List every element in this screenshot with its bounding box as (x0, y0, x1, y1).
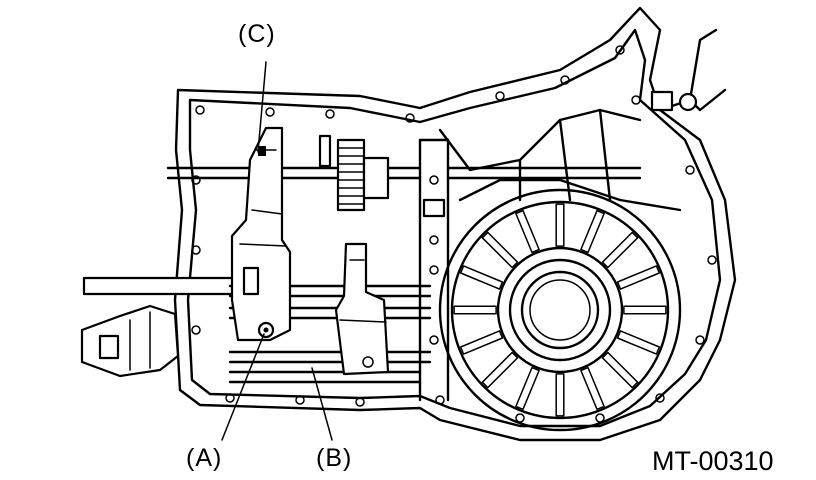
label-c: (C) (238, 20, 276, 48)
transmission-case (173, 6, 737, 442)
housing-spoke (459, 265, 504, 290)
housing-spoke (555, 203, 565, 247)
housing-spoke (623, 305, 667, 315)
housing-spoke (616, 265, 661, 290)
shift-fork-c (230, 126, 292, 342)
housing-spoke (555, 373, 565, 417)
figure-id: MT-00310 (652, 446, 774, 476)
housing-spokes (453, 203, 667, 417)
housing-spoke (481, 231, 519, 269)
housing-spoke (515, 366, 540, 411)
upper-shaft (166, 134, 642, 212)
shift-rod-a (257, 321, 275, 339)
housing-spoke (580, 366, 605, 411)
flange-bolt-holes (191, 45, 717, 423)
housing-spoke (601, 231, 639, 269)
shift-fork-b (334, 242, 390, 376)
housing-spoke (601, 351, 639, 389)
housing-spoke (453, 305, 497, 315)
case-ribs (438, 28, 727, 212)
housing-spoke (616, 330, 661, 355)
housing-spoke (515, 209, 540, 254)
differential-housing (438, 188, 682, 432)
label-a: (A) (186, 444, 222, 472)
label-b: (B) (316, 444, 352, 472)
housing-spoke (459, 330, 504, 355)
housing-spoke (481, 351, 519, 389)
center-rib (418, 138, 450, 402)
housing-spoke (580, 209, 605, 254)
leader-lines (221, 61, 333, 441)
